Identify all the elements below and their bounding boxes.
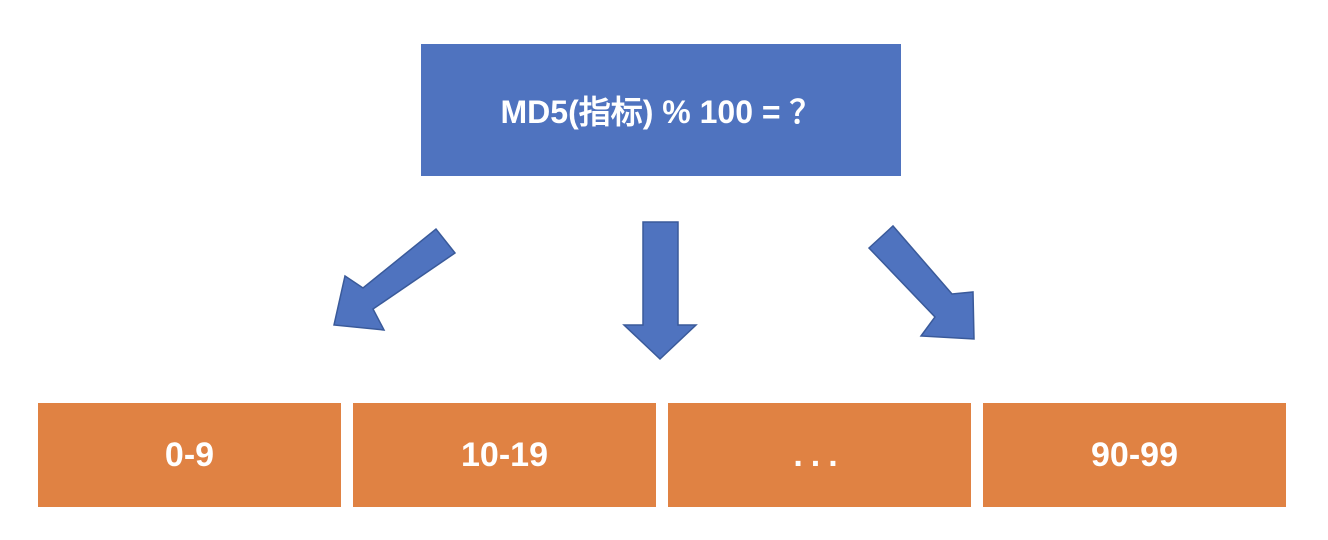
- bucket-0-9: 0-9: [38, 403, 341, 507]
- formula-text: MD5(指标) % 100 = ？: [500, 94, 822, 130]
- bucket-ellipsis: ...: [668, 403, 971, 507]
- bucket-90-99: 90-99: [983, 403, 1286, 507]
- bucket-label: 90-99: [1091, 435, 1178, 474]
- bucket-label: ...: [793, 435, 846, 474]
- bucket-label: 10-19: [461, 435, 548, 474]
- arrow-down-left-icon: [333, 227, 457, 331]
- formula-box: MD5(指标) % 100 = ？: [421, 44, 901, 176]
- arrow-down-icon: [622, 221, 698, 361]
- bucket-10-19: 10-19: [353, 403, 656, 507]
- bucket-label: 0-9: [164, 435, 215, 474]
- arrow-down-right-icon: [867, 224, 975, 340]
